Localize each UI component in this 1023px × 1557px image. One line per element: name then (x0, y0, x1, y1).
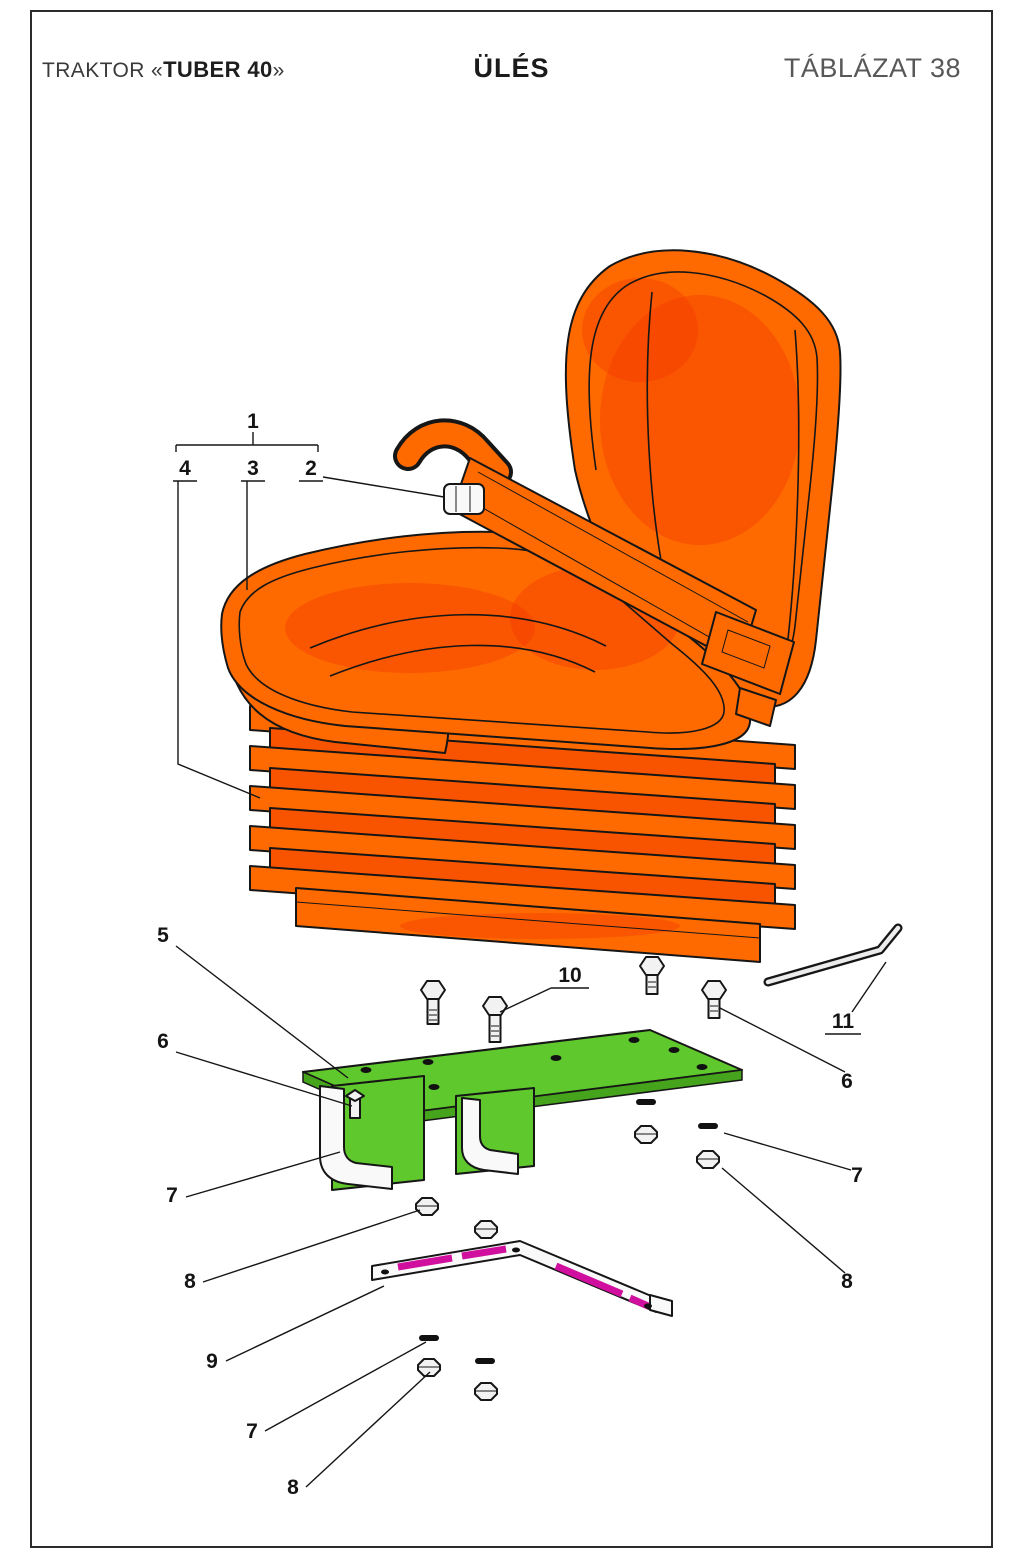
bolt-1 (420, 980, 446, 1025)
product-title: TRAKTOR «TUBER 40» (42, 57, 285, 83)
nut-bottom-2 (474, 1382, 498, 1401)
support-bracket-right (455, 1087, 535, 1175)
callout-8-left: 8 (184, 1270, 196, 1293)
belt-buckle (701, 611, 795, 727)
lower-lever-bracket (371, 1240, 673, 1317)
suspension-base-box (295, 887, 761, 963)
callout-11: 11 (832, 1010, 855, 1033)
callouts: 1 4 3 2 5 6 7 8 9 7 8 10 11 6 7 8 (157, 410, 887, 1499)
callout-8-right: 8 (841, 1270, 853, 1293)
seat-belt (393, 418, 795, 727)
callout-4: 4 (179, 457, 191, 480)
nut-left-1 (415, 1197, 439, 1216)
washer-right-2 (698, 1123, 718, 1129)
washer-bottom-1 (419, 1335, 439, 1341)
nut-right-1 (634, 1125, 658, 1144)
callout-2: 2 (305, 457, 317, 480)
callout-3: 3 (247, 457, 259, 480)
callout-7-left: 7 (166, 1184, 178, 1207)
callout-7-bottom: 7 (246, 1420, 258, 1443)
bolt-4 (701, 980, 727, 1019)
callout-8-bottom: 8 (287, 1476, 299, 1499)
callout-1: 1 (247, 410, 259, 433)
product-suffix: » (272, 59, 285, 82)
washer-right-1 (636, 1099, 656, 1105)
support-bracket-left (319, 1075, 425, 1191)
page-title: ÜLÉS (473, 53, 550, 83)
belt-adjuster-knob (443, 483, 485, 515)
table-reference: TÁBLÁZAT 38 (783, 53, 961, 83)
callout-6-left: 6 (157, 1030, 169, 1053)
callout-5: 5 (157, 924, 169, 947)
nut-bottom-1 (417, 1358, 441, 1377)
nut-right-2 (696, 1150, 720, 1169)
bolt-2 (482, 996, 508, 1043)
washer-bottom-2 (475, 1358, 495, 1364)
callout-7-right: 7 (851, 1164, 863, 1187)
product-prefix: TRAKTOR « (42, 59, 164, 82)
tilt-handle (397, 422, 509, 483)
callout-6-right: 6 (841, 1070, 853, 1093)
tension-rod (763, 923, 903, 987)
callout-9: 9 (206, 1350, 218, 1373)
callout-10: 10 (558, 964, 581, 987)
product-model: TUBER 40 (163, 57, 273, 82)
nut-left-2 (474, 1220, 498, 1239)
bolt-3 (639, 956, 665, 995)
page-header: TRAKTOR «TUBER 40» ÜLÉS TÁBLÁZAT 38 (0, 0, 1023, 100)
